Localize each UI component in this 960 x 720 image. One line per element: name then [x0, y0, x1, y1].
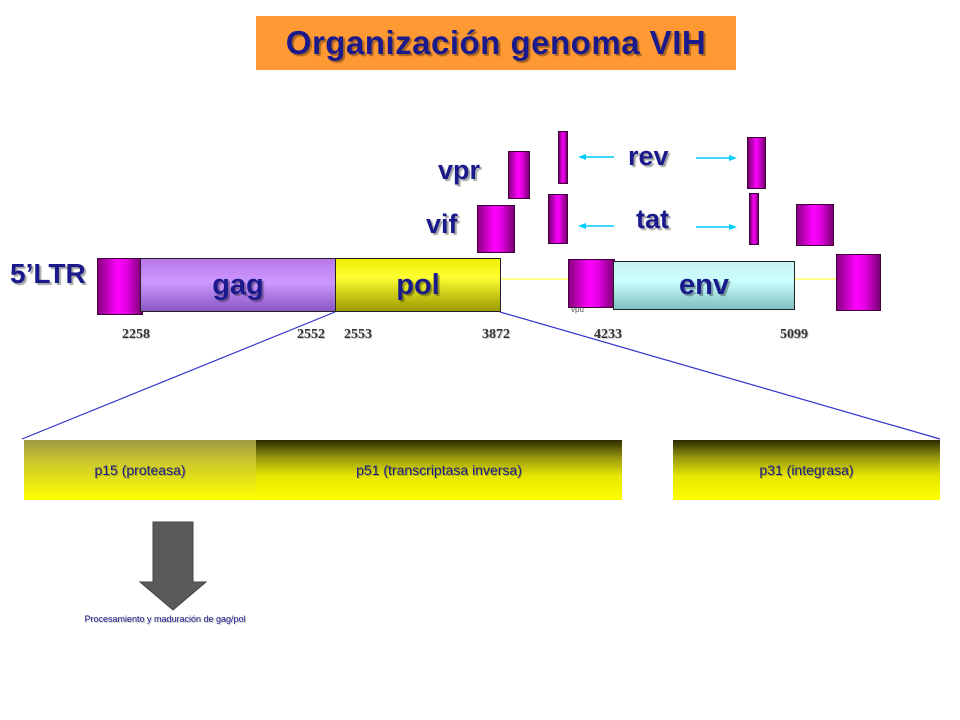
- vpu-box: [568, 259, 615, 308]
- pol-label: pol: [396, 268, 440, 301]
- page-title: Organización genoma VIH: [285, 24, 707, 61]
- vpr-label: vpr: [438, 155, 481, 185]
- tat-exon2-box: [749, 193, 759, 245]
- rev-right-arrow: [696, 155, 737, 161]
- coord-3872: 3872: [482, 327, 510, 342]
- rev-left-arrow: [578, 154, 614, 160]
- env-label: env: [679, 269, 729, 301]
- integrase-block: p31 (integrasa): [673, 440, 940, 500]
- tat-right-arrow: [696, 224, 737, 230]
- gag-box: gag: [140, 258, 336, 312]
- tat-label: tat: [636, 204, 669, 234]
- tat-left-arrow: [578, 223, 614, 229]
- protease-label: p15 (proteasa): [94, 462, 186, 478]
- processing-down-arrow: [138, 521, 208, 611]
- vif-label: vif: [426, 209, 458, 239]
- rev-exon1-box: [558, 131, 568, 184]
- ltr-3-box: [836, 254, 881, 311]
- reverse-transcriptase-block: p51 (transcriptasa inversa): [256, 440, 622, 500]
- rev-label: rev: [628, 141, 669, 171]
- pol-expansion-right-line: [499, 311, 941, 440]
- env-box: env: [613, 261, 795, 310]
- rev-exon2-box: [747, 137, 766, 189]
- pol-box: pol: [335, 258, 501, 312]
- vpr-box: [508, 151, 530, 199]
- title-banner: Organización genoma VIH: [256, 16, 736, 70]
- coord-2553: 2553: [344, 327, 372, 342]
- vpu-label: vpu: [571, 305, 584, 314]
- ltr-5-box: [97, 258, 143, 315]
- ltr-label: 5’LTR: [10, 258, 86, 289]
- integrase-label: p31 (integrasa): [759, 462, 854, 478]
- coord-2258: 2258: [122, 327, 150, 342]
- processing-label: Procesamiento y maduración de gag/pol: [84, 614, 246, 624]
- tat-exon1-box: [548, 194, 568, 244]
- protease-block: p15 (proteasa): [24, 440, 256, 500]
- coord-5099: 5099: [780, 327, 808, 342]
- coord-4233: 4233: [594, 327, 622, 342]
- gag-label: gag: [212, 268, 264, 301]
- coord-2552: 2552: [297, 327, 325, 342]
- pol-expansion-left-line: [21, 311, 336, 440]
- vif-box: [477, 205, 515, 253]
- reverse-transcriptase-label: p51 (transcriptasa inversa): [356, 462, 522, 478]
- accessory-box-right: [796, 204, 834, 246]
